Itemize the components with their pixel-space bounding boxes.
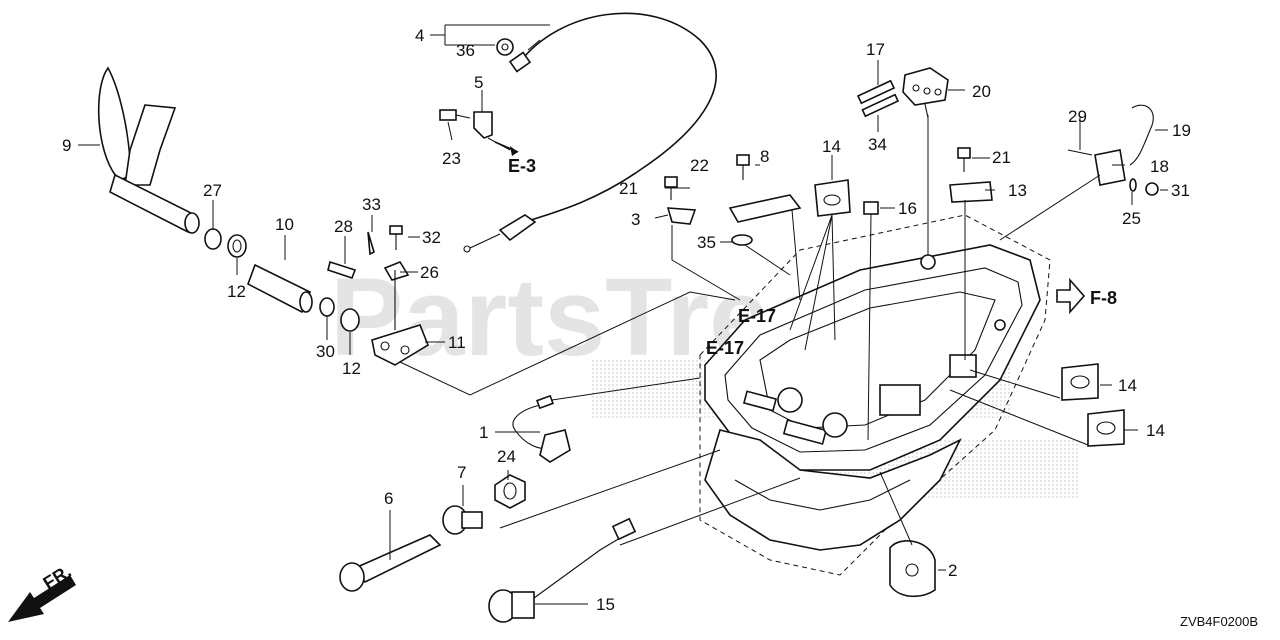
ref-e3: E-3 [508, 156, 536, 176]
label-32: 32 [422, 228, 441, 247]
label-34: 34 [868, 135, 887, 154]
brackets-and-bolts [664, 147, 993, 246]
label-15: 15 [596, 595, 615, 614]
label-29: 29 [1068, 107, 1087, 126]
tiller-bushings [204, 228, 360, 332]
cable-bracket [439, 109, 493, 139]
label-12a: 12 [227, 282, 246, 301]
ref-e17b: E-17 [706, 338, 744, 358]
friction-bracket [327, 225, 429, 366]
label-4: 4 [415, 26, 424, 45]
label-12b: 12 [342, 359, 361, 378]
label-9: 9 [62, 136, 71, 155]
label-14c: 14 [1146, 421, 1165, 440]
stop-switch-lanyard [512, 394, 571, 463]
cowl-latch [1067, 104, 1159, 196]
grommets [814, 179, 1125, 447]
label-18: 18 [1150, 157, 1169, 176]
label-14b: 14 [1118, 376, 1137, 395]
label-2: 2 [948, 561, 957, 580]
label-5: 5 [474, 73, 483, 92]
label-13: 13 [1008, 181, 1027, 200]
arrow-e3-head [510, 146, 518, 156]
label-35: 35 [697, 233, 716, 252]
label-23: 23 [442, 149, 461, 168]
label-30: 30 [316, 342, 335, 361]
switch-parts [339, 474, 637, 623]
tiller-handle [97, 66, 200, 234]
leader-lines [78, 24, 1168, 605]
pins-and-knob [856, 67, 949, 119]
label-1: 1 [479, 423, 488, 442]
drawing-code: ZVB4F0200B [1180, 614, 1258, 629]
ref-e17a: E-17 [738, 306, 776, 326]
label-20: 20 [972, 82, 991, 101]
label-21a: 21 [619, 179, 638, 198]
front-arrow-icon [8, 575, 76, 622]
label-6: 6 [384, 489, 393, 508]
arrow-f8 [1056, 277, 1086, 315]
label-11: 11 [448, 333, 466, 352]
label-21b: 21 [992, 148, 1011, 167]
label-26: 26 [420, 263, 439, 282]
label-22: 22 [690, 156, 709, 175]
label-31: 31 [1171, 181, 1190, 200]
throttle-cable [463, 12, 717, 253]
label-8: 8 [760, 147, 769, 166]
drain-cover [889, 540, 936, 598]
label-10: 10 [275, 215, 294, 234]
ref-f8: F-8 [1090, 288, 1117, 308]
label-28: 28 [334, 217, 353, 236]
label-25: 25 [1122, 209, 1141, 228]
labels: 4 36 5 23 E-3 9 27 12 10 28 33 32 26 11 … [40, 26, 1259, 629]
label-27: 27 [203, 181, 222, 200]
label-24: 24 [497, 447, 516, 466]
label-17: 17 [866, 40, 885, 59]
label-33: 33 [362, 195, 381, 214]
label-19: 19 [1172, 121, 1191, 140]
label-3: 3 [631, 210, 640, 229]
label-36: 36 [456, 41, 475, 60]
label-16: 16 [898, 199, 917, 218]
label-14a: 14 [822, 137, 841, 156]
label-7: 7 [457, 463, 466, 482]
